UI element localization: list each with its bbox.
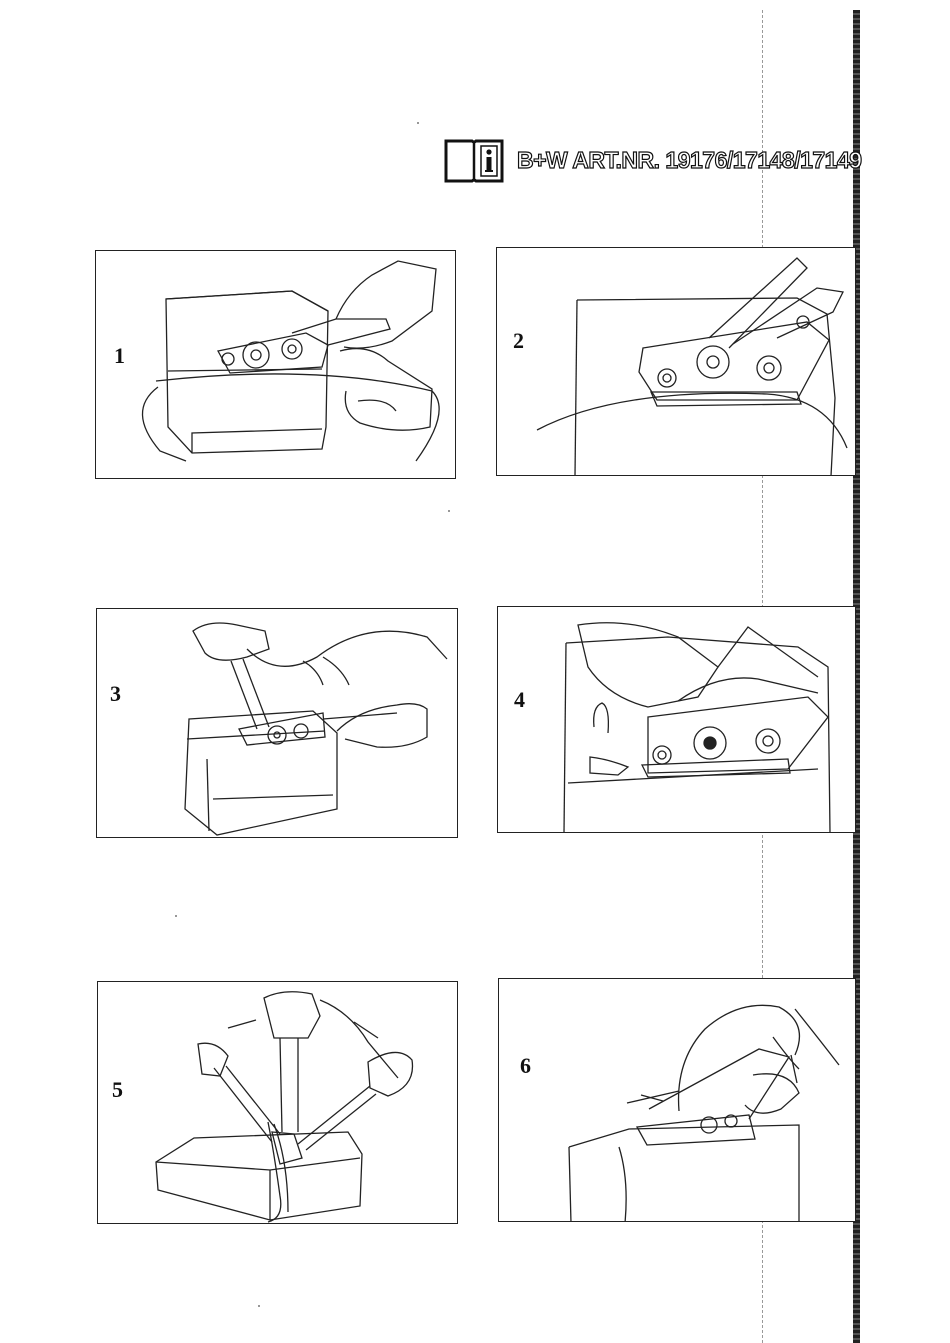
step-number-2: 2 <box>513 328 524 354</box>
illustration-tool-closeup <box>497 248 856 476</box>
illustration-sealing-lever-range <box>98 982 458 1224</box>
step-number-6: 6 <box>520 1053 531 1079</box>
book-info-icon <box>443 135 505 185</box>
scan-speck <box>258 1305 260 1307</box>
scan-speck <box>448 510 450 512</box>
instruction-panel-3: 3 <box>96 608 458 838</box>
illustration-cutting-strap <box>498 607 856 833</box>
scan-speck <box>417 122 419 124</box>
illustration-removing-tool <box>499 979 856 1222</box>
illustration-lever-motion <box>97 609 458 838</box>
step-number-3: 3 <box>110 681 121 707</box>
instruction-panel-1: 1 <box>95 250 456 479</box>
instruction-panel-6: 6 <box>498 978 856 1222</box>
scan-speck <box>175 915 177 917</box>
step-number-4: 4 <box>514 687 525 713</box>
instruction-panel-5: 5 <box>97 981 458 1224</box>
instruction-panel-4: 4 <box>497 606 856 833</box>
illustration-tensioning-tool-on-box <box>96 251 456 479</box>
step-number-1: 1 <box>114 343 125 369</box>
instruction-panel-2: 2 <box>496 247 856 476</box>
document-header: B+W ART.NR. 19176/17148/17149 <box>443 135 862 185</box>
article-number-title: B+W ART.NR. 19176/17148/17149 <box>517 147 862 174</box>
step-number-5: 5 <box>112 1077 123 1103</box>
